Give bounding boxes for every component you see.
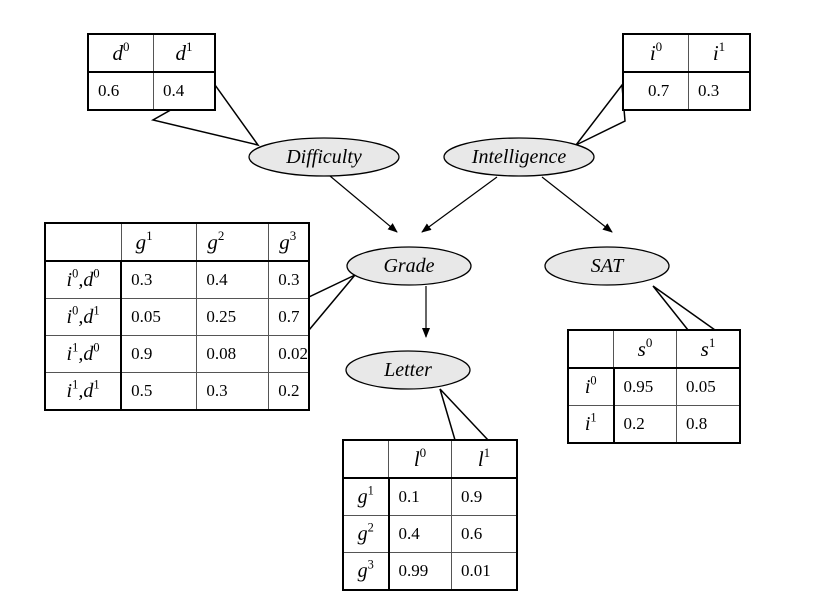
cpd-value-cell: 0.3 [196, 372, 270, 411]
cpd-value-cell: 0.05 [120, 298, 198, 336]
cpd-value-cell: 0.4 [153, 71, 216, 111]
cpd-value-cell: 0.4 [388, 515, 452, 553]
cpd-value-row: g3 0.99 0.01 [342, 552, 518, 591]
cpd-header-cell: g2 [196, 222, 270, 262]
cpd-header-row: d0 d1 [87, 33, 216, 73]
cpd-value-row: i0,d1 0.05 0.25 0.7 [44, 298, 310, 336]
cpd-table-letter: l0 l1 g1 0.1 0.9 g2 0.4 0.6 g3 0.99 0.01 [342, 439, 518, 591]
cpd-value-row: i1,d0 0.9 0.08 0.02 [44, 335, 310, 373]
cpd-value-row: 0.6 0.4 [87, 71, 216, 111]
cpd-value-row: g2 0.4 0.6 [342, 515, 518, 553]
callout-intelligence [575, 83, 626, 146]
cpd-header-cell: d0 [87, 33, 154, 73]
cpd-value-row: 0.7 0.3 [622, 71, 751, 111]
cpd-value-cell: 0.3 [268, 260, 310, 299]
cpd-value-cell: 0.99 [388, 552, 452, 591]
callout-letter [439, 388, 490, 441]
cpd-header-cell: l0 [388, 439, 452, 479]
cpd-value-cell: 0.01 [451, 552, 518, 591]
cpd-value-cell: 0.02 [268, 335, 310, 373]
cpd-row-label: i1 [567, 405, 615, 444]
node-grade-shape [346, 246, 472, 286]
cpd-value-cell: 0.08 [196, 335, 270, 373]
cpd-header-cell: s1 [676, 329, 741, 369]
cpd-value-cell: 0.2 [613, 405, 677, 444]
cpd-row-label: i1,d1 [44, 372, 123, 411]
cpd-value-row: i0,d0 0.3 0.4 0.3 [44, 260, 310, 299]
node-letter-shape [345, 350, 471, 390]
cpd-row-label: g3 [342, 552, 390, 591]
cpd-value-row: g1 0.1 0.9 [342, 477, 518, 516]
edge-intelligence-sat [541, 176, 613, 233]
cpd-header-cell: g1 [120, 222, 198, 262]
cpd-row-label: i0,d1 [44, 298, 123, 336]
cpd-value-cell: 0.3 [688, 71, 751, 111]
cpd-value-row: i0 0.95 0.05 [567, 367, 741, 406]
cpd-header-cell: g3 [268, 222, 310, 262]
cpd-value-row: i1 0.2 0.8 [567, 405, 741, 444]
node-sat-label: SAT [590, 255, 624, 277]
node-sat-shape [544, 246, 670, 286]
callout-grade [308, 274, 356, 333]
cpd-header-row: i0 i1 [622, 33, 751, 73]
cpd-table-difficulty: d0 d1 0.6 0.4 [87, 33, 216, 111]
node-letter-label: Letter [384, 359, 432, 381]
node-difficulty-shape [248, 137, 400, 177]
cpd-value-cell: 0.05 [676, 367, 741, 406]
node-intelligence-shape [443, 137, 595, 177]
cpd-header-row: l0 l1 [342, 439, 518, 479]
cpd-row-label: g2 [342, 515, 390, 553]
cpd-value-cell: 0.25 [196, 298, 270, 336]
cpd-value-cell: 0.5 [120, 372, 198, 411]
cpd-value-cell: 0.8 [676, 405, 741, 444]
cpd-value-cell: 0.1 [388, 477, 452, 516]
cpd-value-cell: 0.7 [268, 298, 310, 336]
cpd-table-sat: s0 s1 i0 0.95 0.05 i1 0.2 0.8 [567, 329, 741, 444]
cpd-value-cell: 0.3 [120, 260, 198, 299]
node-difficulty-label: Difficulty [286, 146, 362, 168]
callout-sat [652, 285, 718, 331]
edge-intelligence-grade [421, 176, 498, 233]
cpd-table-intelligence: i0 i1 0.7 0.3 [622, 33, 751, 111]
cpd-header-row: g1 g2 g3 [44, 222, 310, 262]
node-grade-label: Grade [383, 255, 435, 277]
cpd-corner-cell [44, 222, 122, 262]
cpd-value-cell: 0.6 [87, 71, 154, 111]
cpd-value-row: i1,d1 0.5 0.3 0.2 [44, 372, 310, 411]
cpd-row-label: i0,d0 [44, 260, 123, 299]
edge-difficulty-grade [329, 175, 398, 233]
cpd-row-label: i1,d0 [44, 335, 123, 373]
cpd-value-cell: 0.2 [268, 372, 310, 411]
cpd-value-cell: 0.95 [613, 367, 677, 406]
cpd-header-cell: i0 [622, 33, 689, 73]
node-intelligence-label: Intelligence [471, 146, 567, 168]
cpd-row-label: g1 [342, 477, 390, 516]
cpd-value-cell: 0.9 [120, 335, 198, 373]
cpd-value-cell: 0.4 [196, 260, 270, 299]
cpd-header-cell: i1 [688, 33, 751, 73]
cpd-corner-cell [342, 439, 389, 479]
cpd-header-cell: d1 [153, 33, 216, 73]
cpd-header-row: s0 s1 [567, 329, 741, 369]
cpd-value-cell: 0.7 [622, 71, 689, 111]
cpd-value-cell: 0.9 [451, 477, 518, 516]
cpd-header-cell: s0 [613, 329, 677, 369]
cpd-row-label: i0 [567, 367, 615, 406]
cpd-value-cell: 0.6 [451, 515, 518, 553]
cpd-header-cell: l1 [451, 439, 518, 479]
cpd-table-grade: g1 g2 g3 i0,d0 0.3 0.4 0.3 i0,d1 0.05 0.… [44, 222, 310, 411]
cpd-corner-cell [567, 329, 614, 369]
